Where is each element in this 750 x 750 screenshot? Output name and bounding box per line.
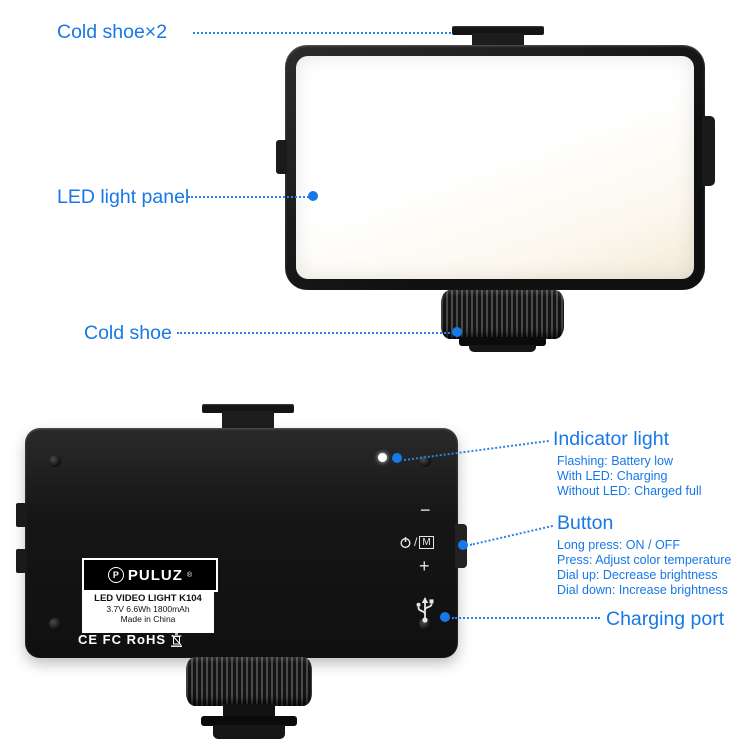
back-left-clip-top [16, 503, 26, 527]
button-line-1: Long press: ON / OFF [557, 538, 680, 552]
front-left-side-button [276, 140, 287, 174]
button-line-2: Press: Adjust color temperature [557, 553, 732, 567]
back-top-cold-shoe [202, 404, 294, 413]
label-cold-shoe-bottom: Cold shoe [84, 322, 172, 344]
button-line-4: Dial down: Increase brightness [557, 583, 728, 597]
back-bottom-mount-tip [213, 725, 285, 739]
button-line-3: Dial up: Decrease brightness [557, 568, 718, 582]
indicator-line-3: Without LED: Charged full [557, 484, 702, 498]
origin-text: Made in China [120, 614, 176, 624]
led-light-panel [296, 56, 694, 279]
cert-text: CE FC RoHS [78, 632, 166, 647]
back-top-cold-shoe-base [222, 411, 274, 429]
weee-bin-icon [171, 632, 182, 647]
leader-charging-port [452, 617, 600, 619]
minus-mark: − [420, 500, 431, 520]
indicator-led [378, 453, 387, 462]
power-slash: / [414, 535, 418, 549]
power-icon [399, 536, 412, 549]
dot-led-panel [308, 191, 318, 201]
front-top-cold-shoe-base [472, 33, 524, 47]
label-charging-port: Charging port [606, 608, 725, 630]
leader-led-panel [188, 196, 312, 198]
dot-charging-port [440, 612, 450, 622]
screw-top-right [419, 455, 431, 467]
plus-mark: + [419, 556, 430, 576]
label-button: Button [557, 512, 614, 534]
back-bottom-mount-neck [223, 704, 275, 718]
front-bottom-mount-flange [459, 337, 546, 346]
mode-letter: M [419, 535, 434, 549]
screw-top-left [49, 455, 61, 467]
battery-spec-text: 3.7V 6.6Wh 1800mAh [106, 604, 190, 614]
front-top-cold-shoe [452, 26, 544, 35]
screw-bottom-right [419, 618, 431, 630]
label-cold-shoe-top: Cold shoe×2 [57, 21, 168, 43]
dot-indicator [392, 453, 402, 463]
leader-cold-shoe-bottom [177, 332, 457, 334]
leader-cold-shoe-top [193, 32, 451, 34]
back-bottom-knurled-wheel [186, 657, 312, 706]
screw-bottom-left [49, 618, 61, 630]
label-indicator-light: Indicator light [553, 428, 669, 450]
brand-logo: P PULUZ ® [82, 558, 218, 592]
front-right-side-mount [702, 116, 715, 186]
usb-icon [415, 596, 435, 629]
circled-p-icon: P [107, 567, 124, 583]
leader-button [469, 524, 554, 546]
indicator-line-1: Flashing: Battery low [557, 454, 674, 468]
dot-button [458, 540, 468, 550]
dot-cold-shoe-bottom [452, 327, 462, 337]
registered-mark: ® [186, 571, 193, 579]
front-bottom-mount-tip [469, 345, 536, 352]
back-left-clip-bottom [16, 549, 26, 573]
indicator-line-2: With LED: Charging [557, 469, 668, 483]
back-bottom-mount-flange [201, 716, 297, 726]
power-mode-mark: / M [399, 535, 434, 549]
label-led-panel: LED light panel [57, 186, 190, 208]
certifications: CE FC RoHS [78, 632, 182, 647]
model-text: LED VIDEO LIGHT K104 [94, 593, 202, 604]
spec-label: LED VIDEO LIGHT K104 3.7V 6.6Wh 1800mAh … [82, 590, 214, 633]
brand-name: PULUZ [127, 566, 183, 584]
